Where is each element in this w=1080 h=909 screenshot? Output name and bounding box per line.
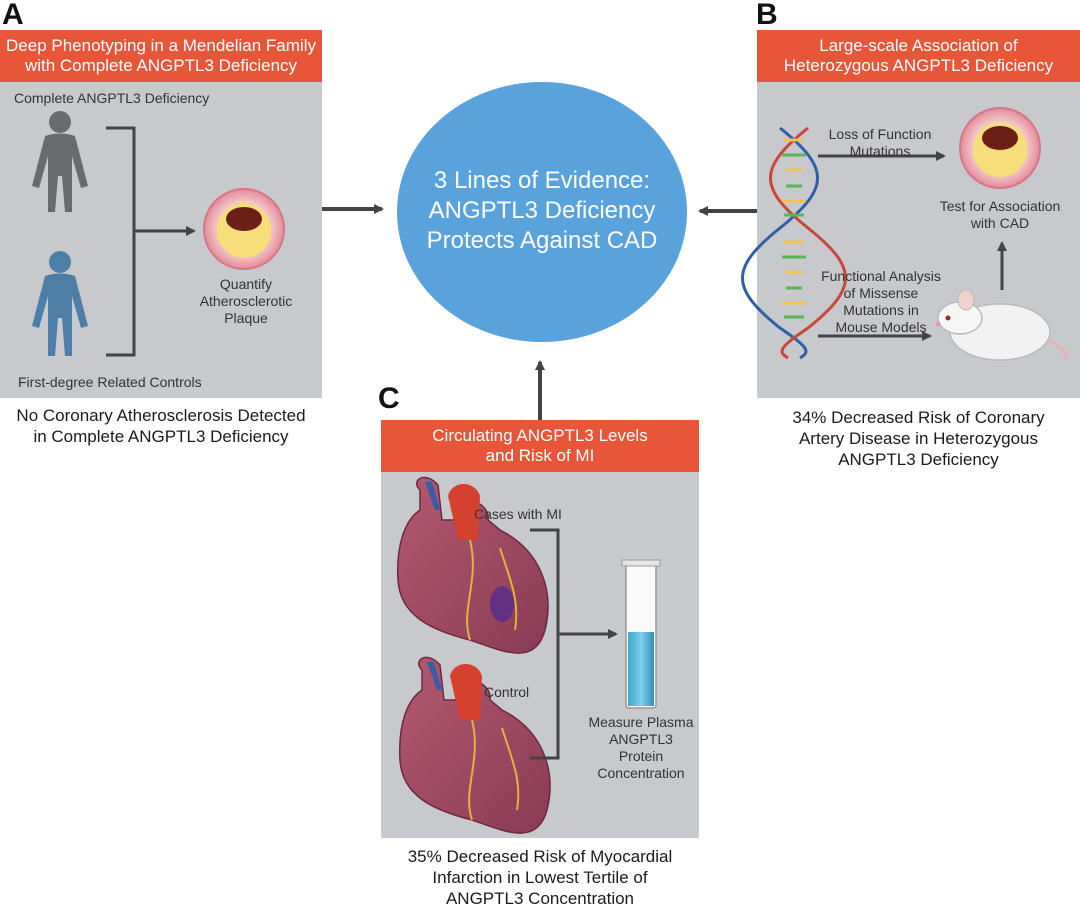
label-complete-deficiency: Complete ANGPTL3 Deficiency	[14, 90, 210, 106]
panel-a-header: Deep Phenotyping in a Mendelian Family w…	[0, 30, 322, 82]
bracket-a	[106, 126, 136, 357]
panel-letter-c: C	[378, 382, 400, 415]
caption-c: 35% Decreased Risk of Myocardial Infarct…	[407, 847, 673, 908]
plaque-icon	[203, 188, 285, 270]
label-loss-of-function: Loss of Function Mutations	[828, 126, 932, 159]
panel-letter-a: A	[2, 0, 24, 31]
label-quantify-plaque: Quantify Atherosclerotic Plaque	[199, 276, 293, 326]
label-cases-mi: Cases with MI	[474, 506, 562, 522]
caption-a: No Coronary Atherosclerosis Detected in …	[16, 406, 306, 446]
test-tube-icon	[621, 559, 661, 709]
human-figure-icon	[32, 111, 88, 212]
panel-c-header: Circulating ANGPTL3 Levels and Risk of M…	[381, 420, 699, 472]
panel-letter-b: B	[756, 0, 778, 31]
label-control: Control	[484, 684, 530, 700]
dna-helix-icon	[741, 126, 847, 360]
panel-b-header: Large-scale Association of Heterozygous …	[757, 30, 1080, 82]
label-functional-analysis: Functional Analysis of Missense Mutation…	[821, 268, 941, 335]
plaque-b-icon	[959, 107, 1041, 189]
evidence-circle	[397, 82, 687, 342]
caption-b: 34% Decreased Risk of Coronary Artery Di…	[792, 408, 1045, 469]
heart-control-icon	[398, 656, 551, 834]
label-test-association: Test for Association with CAD	[939, 198, 1061, 231]
label-measure-plasma: Measure Plasma ANGPTL3 Protein Concentra…	[588, 714, 694, 781]
human-figure-control-icon	[32, 251, 88, 356]
mouse-icon	[935, 289, 1069, 361]
center-evidence-text: 3 Lines of Evidence: ANGPTL3 Deficiency …	[426, 167, 658, 254]
label-related-controls: First-degree Related Controls	[18, 374, 202, 390]
heart-mi-icon	[396, 476, 549, 654]
bracket-c	[530, 528, 560, 760]
